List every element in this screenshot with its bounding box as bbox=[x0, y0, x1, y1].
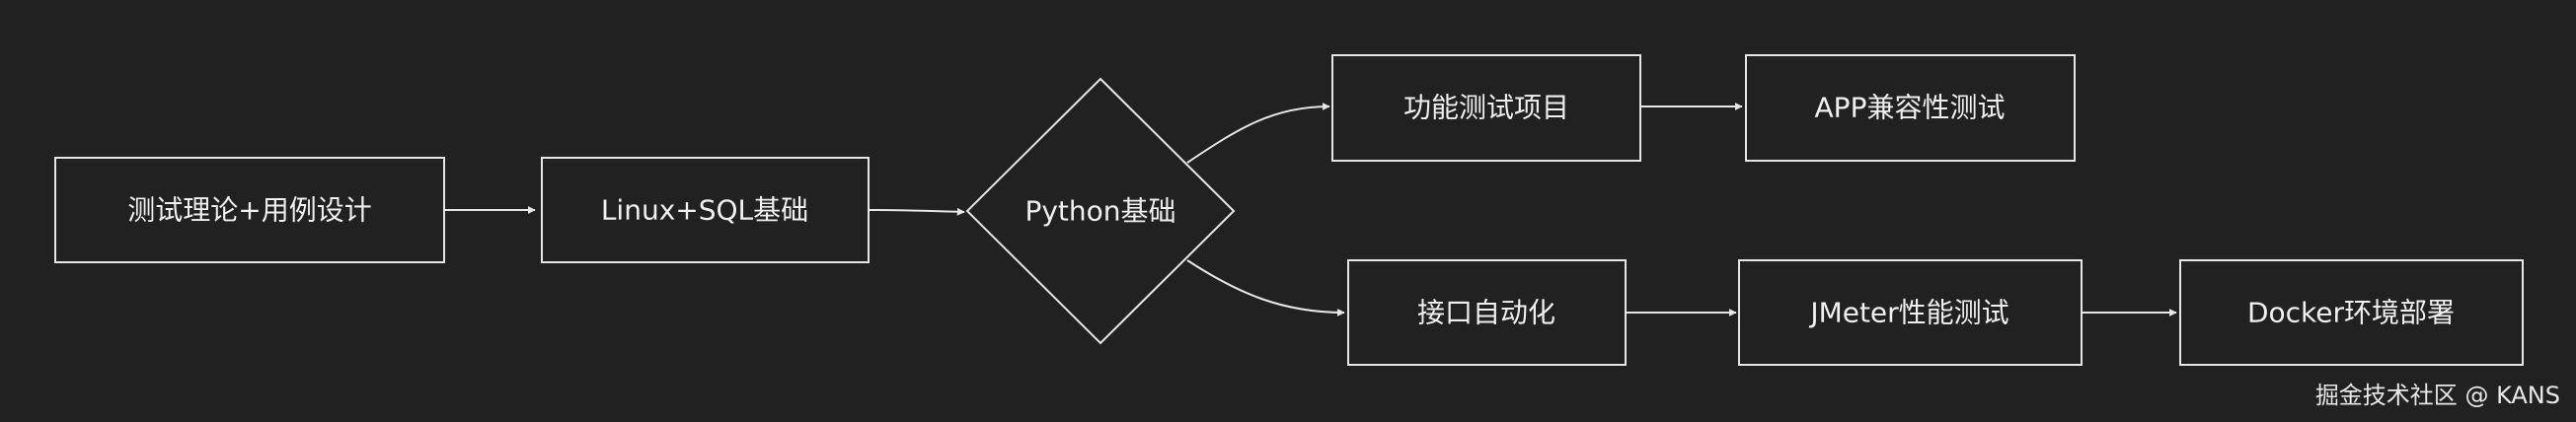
node-theory: 测试理论+用例设计 bbox=[54, 157, 445, 263]
node-app-compat: APP兼容性测试 bbox=[1745, 54, 2076, 162]
node-functional: 功能测试项目 bbox=[1331, 54, 1641, 162]
edge-python-to-api-auto bbox=[1186, 259, 1345, 316]
node-functional-label: 功能测试项目 bbox=[1403, 92, 1569, 124]
node-app-compat-box bbox=[1745, 54, 2076, 162]
node-theory-label: 测试理论+用例设计 bbox=[127, 194, 371, 227]
node-functional-box bbox=[1331, 54, 1641, 162]
node-python: Python基础 bbox=[965, 77, 1236, 345]
node-api-auto-box bbox=[1347, 259, 1627, 366]
node-theory-box bbox=[54, 157, 445, 263]
edge-python-to-functional bbox=[1186, 103, 1330, 164]
node-api-auto-label: 接口自动化 bbox=[1417, 297, 1555, 329]
watermark: 掘金技术社区 @ KANS bbox=[2314, 382, 2560, 409]
node-jmeter-box bbox=[1738, 259, 2083, 366]
node-python-diamond bbox=[965, 77, 1236, 345]
node-docker-label: Docker环境部署 bbox=[2247, 297, 2455, 329]
node-jmeter: JMeter性能测试 bbox=[1738, 259, 2083, 366]
edge-linux-sql-to-python bbox=[868, 207, 965, 216]
node-linux-sql-box bbox=[541, 157, 870, 263]
node-api-auto: 接口自动化 bbox=[1347, 259, 1627, 366]
node-python-label: Python基础 bbox=[1024, 195, 1175, 228]
node-docker-box bbox=[2179, 259, 2524, 366]
node-jmeter-label: JMeter性能测试 bbox=[1808, 297, 2008, 329]
node-linux-sql: Linux+SQL基础 bbox=[541, 157, 870, 263]
node-app-compat-label: APP兼容性测试 bbox=[1815, 92, 2006, 124]
node-linux-sql-label: Linux+SQL基础 bbox=[601, 194, 808, 227]
node-docker: Docker环境部署 bbox=[2179, 259, 2524, 366]
